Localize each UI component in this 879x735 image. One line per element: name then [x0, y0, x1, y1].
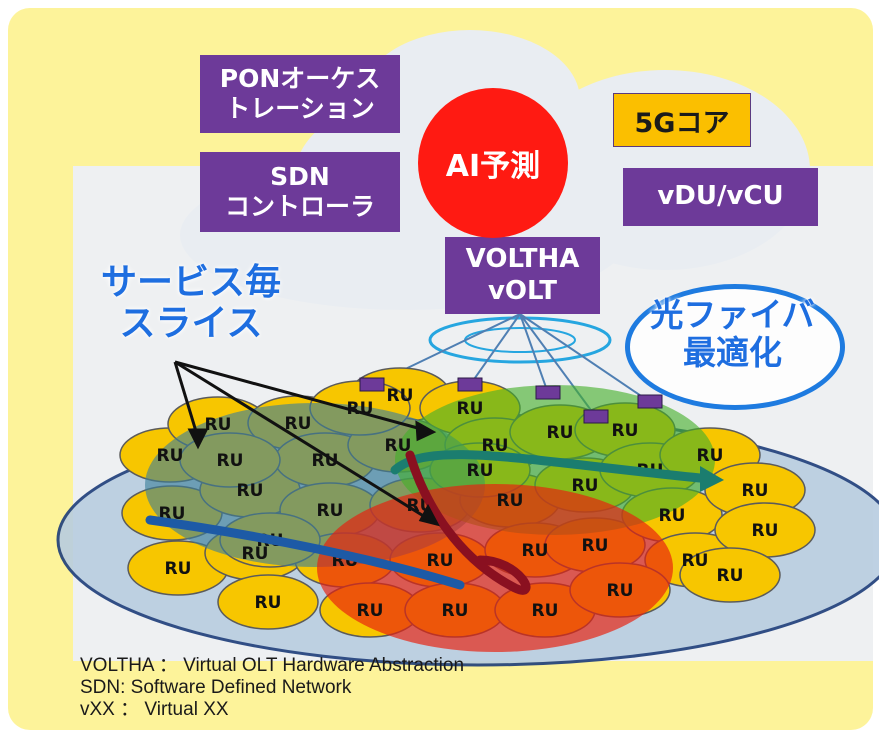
ru-label: RU	[682, 551, 709, 571]
ru-label: RU	[357, 601, 384, 621]
ru-label: RU	[482, 436, 509, 456]
ru-label: RU	[572, 476, 599, 496]
onu-boxes	[359, 377, 663, 424]
onu-box	[535, 385, 561, 400]
ru-label: RU	[457, 399, 484, 419]
footnotes: VOLTHA ： Virtual OLT Hardware Abstractio…	[80, 655, 464, 721]
ru-label: RU	[205, 415, 232, 435]
ru-label: RU	[442, 601, 469, 621]
ru-label: RU	[547, 423, 574, 443]
ru-label: RU	[385, 436, 412, 456]
ru-label: RU	[607, 581, 634, 601]
sdn-controller-box: SDN コントローラ	[200, 152, 400, 232]
pon-orchestration-box: PONオーケス トレーション	[200, 55, 400, 133]
vdu-vcu-box: vDU/vCU	[623, 168, 818, 226]
fiber-line	[469, 313, 521, 386]
ru-label: RU	[242, 544, 269, 564]
service-slice-label: サービス毎 スライス	[100, 262, 281, 345]
onu-box	[583, 409, 609, 424]
ru-label: RU	[157, 446, 184, 466]
ru-label: RU	[317, 501, 344, 521]
ru-label: RU	[742, 481, 769, 501]
ru-label: RU	[532, 601, 559, 621]
ru-label: RU	[387, 386, 414, 406]
ai-prediction-circle: AI予測	[418, 88, 568, 238]
ru-label: RU	[217, 451, 244, 471]
ru-label: RU	[752, 521, 779, 541]
ru-label: RU	[312, 451, 339, 471]
voltha-box: VOLTHA vOLT	[445, 237, 600, 314]
onu-box	[457, 377, 483, 392]
ru-label: RU	[427, 551, 454, 571]
fiber-optimization-ellipse	[625, 284, 845, 410]
ru-label: RU	[497, 491, 524, 511]
ru-cell	[217, 574, 319, 630]
ru-label: RU	[255, 593, 282, 613]
ru-label: RU	[612, 421, 639, 441]
fiber-optimization-label: 光ファイバ 最適化	[650, 295, 815, 372]
fiber-line	[519, 313, 651, 403]
ru-label: RU	[582, 536, 609, 556]
footnote-voltha: VOLTHA ： Virtual OLT Hardware Abstractio…	[80, 655, 465, 676]
5g-core-box: 5Gコア	[613, 93, 751, 147]
ru-label: RU	[717, 566, 744, 586]
ru-label: RU	[697, 446, 724, 466]
onu-box	[637, 394, 663, 409]
arrowhead	[700, 466, 724, 492]
slice-red	[317, 484, 673, 652]
ru-cell	[679, 547, 781, 603]
antenna-ring	[428, 316, 612, 364]
footnote-vxx: vXX ： Virtual XX	[80, 699, 229, 720]
ru-labels: RU RU RU RU RU RU RU RU RU RU RU RU RU RU RU RU RU RU RU RU…	[157, 386, 779, 621]
ru-label: RU	[467, 461, 494, 481]
slice-arrow-red	[405, 450, 531, 595]
pointer-arrows	[173, 360, 440, 527]
ru-label: RU	[522, 541, 549, 561]
fiber-line	[519, 313, 549, 394]
ru-label: RU	[659, 506, 686, 526]
onu-box	[359, 377, 385, 392]
ru-label: RU	[237, 481, 264, 501]
footnote-sdn: SDN: Software Defined Network	[80, 677, 352, 698]
ru-label: RU	[165, 559, 192, 579]
slice-arrow-blue	[145, 515, 465, 590]
ru-label: RU	[285, 414, 312, 434]
